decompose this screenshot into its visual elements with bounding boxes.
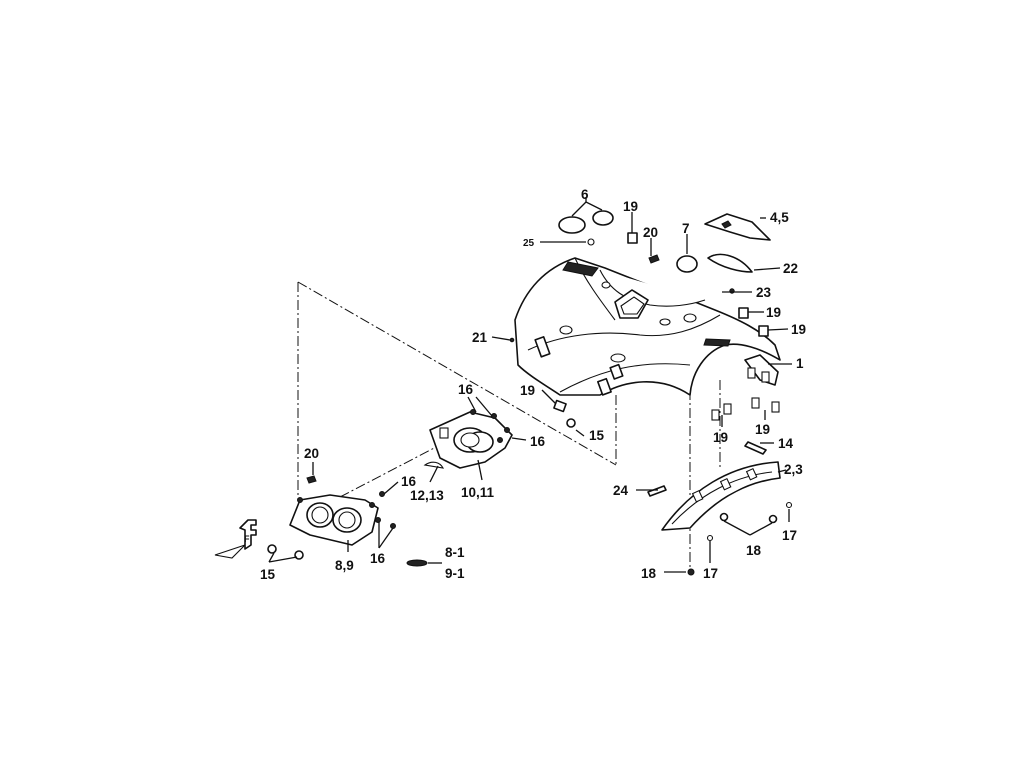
callout-9-1: 9-1 [445,566,465,581]
fender-flare [647,441,781,531]
front-fender-main-body [514,257,781,421]
callout-19-right-a: 19 [766,305,781,320]
callout-6: 6 [581,187,589,202]
callout-2-3: 2,3 [784,462,803,477]
callout-21: 21 [472,330,488,345]
reflector-lens-pair [558,197,614,234]
callout-20-top: 20 [643,225,658,240]
top-cover-and-gasket [704,213,781,273]
callout-19-right-b: 19 [791,322,806,337]
callout-16-mid: 16 [401,474,417,489]
clip-nut-group [306,232,769,484]
callout-19-bottom-b: 19 [755,422,770,437]
callout-16-top: 16 [458,382,474,397]
callout-18-right: 18 [746,543,762,558]
callout-25: 25 [523,238,535,249]
callout-16-bottom: 16 [370,551,386,566]
callout-labels: 1 2,3 4,5 6 7 8-1 8,9 9-1 10,11 12,13 14… [260,187,806,582]
fuel-cap-cover [676,234,698,273]
callout-19-bottom-a: 19 [713,430,728,445]
callout-17-right: 17 [782,528,797,543]
callout-19-top: 19 [623,199,638,214]
callout-10-11: 10,11 [461,485,495,500]
callout-19-left: 19 [520,383,535,398]
callout-4-5: 4,5 [770,210,789,225]
callout-24: 24 [613,483,629,498]
callout-16-right: 16 [530,434,546,449]
assembly-guide-lines [297,281,721,570]
front-direction-marker: F [214,519,257,559]
fender-screws [687,501,793,576]
leader-lines [268,212,792,573]
emblem-badge [406,559,442,567]
headlight-bezel [267,481,399,560]
front-marker-label: F [244,534,250,544]
callout-7: 7 [682,221,690,236]
callout-20-left: 20 [304,446,319,461]
callout-8-1: 8-1 [445,545,465,560]
callout-22: 22 [783,261,798,276]
callout-8-9: 8,9 [335,558,354,573]
callout-23: 23 [756,285,772,300]
callout-17-bottom: 17 [703,566,718,581]
callout-15-center: 15 [589,428,605,443]
callout-18-bottom: 18 [641,566,657,581]
callout-15-left: 15 [260,567,276,582]
callout-1: 1 [796,356,804,371]
callout-14: 14 [778,436,794,451]
headlight-housing [423,409,513,469]
callout-12-13: 12,13 [410,488,444,503]
